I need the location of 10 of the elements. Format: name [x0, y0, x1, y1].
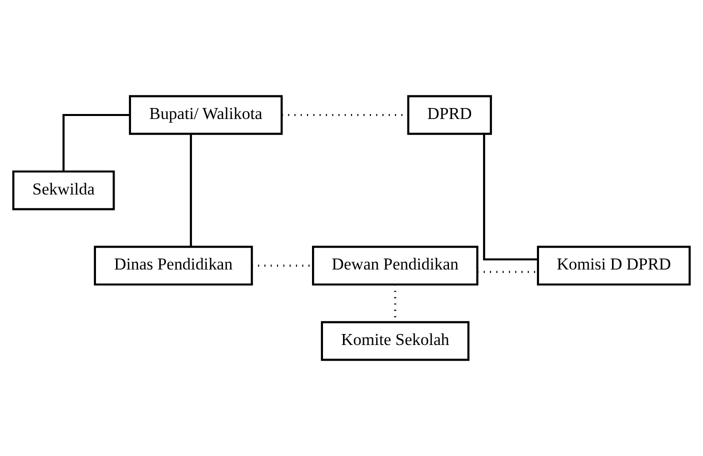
node-box: Komisi D DPRD — [536, 246, 691, 286]
node-box: Dewan Pendidikan — [312, 246, 478, 286]
node-box: DPRD — [407, 95, 492, 135]
connector — [62, 114, 130, 172]
connector — [483, 134, 538, 260]
node-box: Bupati/ Walikota — [128, 95, 283, 135]
node-box: Dinas Pendidikan — [94, 246, 253, 286]
node-box: Komite Sekolah — [320, 321, 470, 361]
node-box: Sekwilda — [12, 170, 115, 210]
connector — [190, 134, 192, 247]
